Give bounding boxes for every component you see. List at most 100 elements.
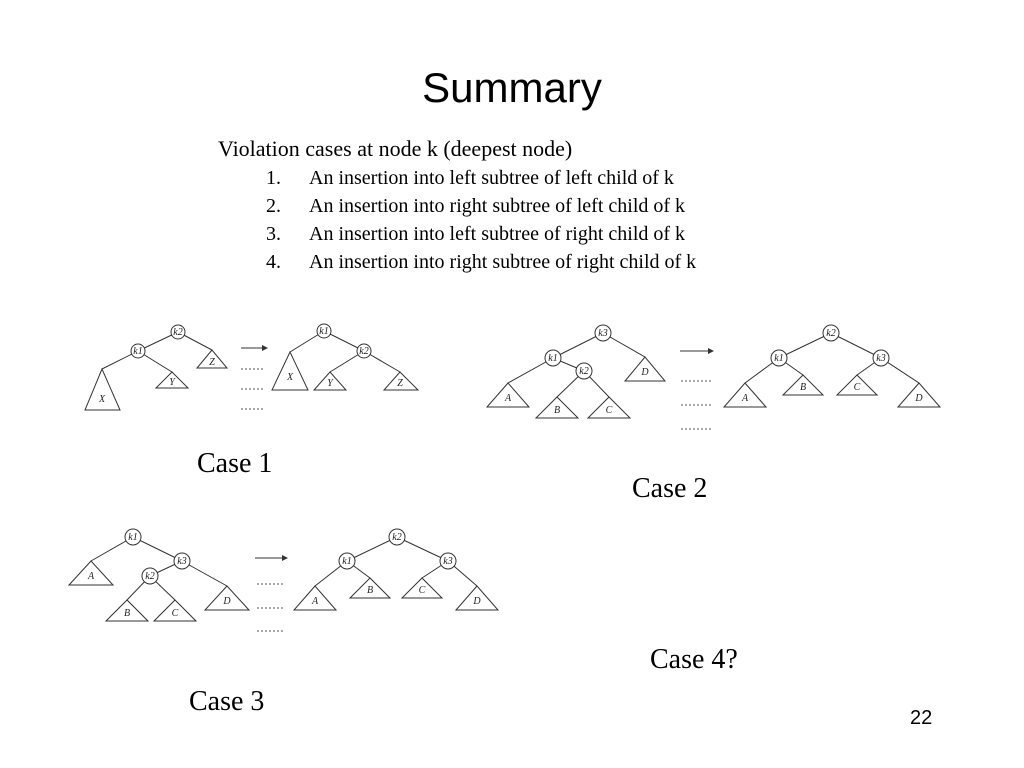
arrow-head-icon [262,345,268,351]
subtree-label: C [854,382,861,393]
node-circle [544,349,562,367]
case3-after-tree: k2 k1 k3 A B C D [292,528,500,611]
subtree-d-triangle [203,585,251,611]
violation-cases-heading: Violation cases at node k (deepest node) [218,136,573,161]
subtree-x-triangle [84,367,121,411]
node-label: k3 [598,328,607,339]
subtree-a-triangle [485,382,531,408]
subtree-a-triangle [292,585,338,611]
subtree-y-triangle [312,371,348,391]
subtree-c-triangle [152,599,198,622]
list-item-text: An insertion into left subtree of left c… [309,167,674,189]
subtree-b-triangle [104,599,150,622]
node-label: k3 [177,556,186,567]
case1-caption: Case 1 [197,448,273,479]
node-circle [316,323,332,339]
subtree-label: C [419,585,426,596]
subtree-label: A [311,596,319,607]
subtree-z-triangle [195,349,229,369]
subtree-x-triangle [271,350,309,391]
subtree-z-triangle [382,371,420,391]
subtree-label: D [914,393,923,404]
node-circle [141,567,159,585]
slide-title: Summary [422,64,602,111]
case3-arrow [255,555,288,632]
node-circle [770,349,788,367]
case3-before-tree: k1 k3 k2 A B C D [67,528,251,622]
subtree-label: D [640,367,649,378]
node-label: k2 [145,571,154,582]
case4-caption: Case 4? [650,644,738,675]
subtree-label: Y [327,378,334,389]
subtree-b-triangle [348,577,392,599]
subtree-label: A [741,393,749,404]
subtree-label: Y [169,377,176,388]
node-circle [124,528,142,546]
node-circle [822,324,840,342]
node-circle [130,343,146,359]
list-item-number: 2. [266,195,281,217]
node-label: k1 [128,532,137,543]
subtree-label: B [124,608,130,619]
case2-after-tree: k2 k1 k3 A B C D [722,324,942,408]
subtree-b-triangle [781,374,825,396]
subtree-label: D [472,596,481,607]
subtree-a-triangle [67,560,115,586]
subtree-label: B [367,585,373,596]
subtree-d-triangle [454,585,500,611]
subtree-label: D [222,596,231,607]
subtree-b-triangle [534,396,580,419]
list-item-number: 4. [266,251,281,273]
case3-caption: Case 3 [189,686,265,717]
case2-before-tree: k3 k1 k2 A B C D [485,324,667,419]
node-label: k2 [826,328,835,339]
subtree-label: Z [397,378,403,389]
arrow-head-icon [708,348,714,354]
node-circle [173,552,191,570]
node-circle [170,324,186,340]
subtree-c-triangle [400,577,444,599]
case1-arrow [241,345,268,410]
subtree-label: C [172,608,179,619]
subtree-label: A [87,571,95,582]
node-circle [338,552,356,570]
list-item-text: An insertion into right subtree of right… [309,251,697,273]
node-circle [356,343,372,359]
list-item-number: 3. [266,223,281,245]
list-item-text: An insertion into left subtree of right … [309,223,686,245]
subtree-c-triangle [586,396,632,419]
node-circle [575,362,593,380]
list-item-number: 1. [266,167,281,189]
case1-after-tree: k1 k2 X Y Z [271,323,420,391]
subtree-d-triangle [896,382,942,408]
subtree-label: X [98,394,106,405]
subtree-c-triangle [835,374,879,396]
node-label: k1 [774,353,783,364]
node-circle [872,349,890,367]
subtree-label: Z [209,357,215,368]
subtree-label: B [800,382,806,393]
node-label: k2 [392,532,401,543]
node-label: k1 [133,346,142,357]
subtree-y-triangle [154,371,190,389]
subtree-d-triangle [623,356,667,382]
node-circle [594,324,612,342]
node-label: k1 [319,326,328,337]
node-label: k2 [173,327,182,338]
node-label: k1 [342,556,351,567]
node-label: k2 [579,366,588,377]
subtree-label: B [554,405,560,416]
subtree-label: A [504,393,512,404]
subtree-label: C [606,405,613,416]
node-circle [439,552,457,570]
list-item-text: An insertion into right subtree of left … [309,195,686,217]
subtree-a-triangle [722,382,768,408]
page-number: 22 [910,707,933,729]
case2-caption: Case 2 [632,473,708,504]
node-circle [388,528,406,546]
node-label: k1 [548,353,557,364]
node-label: k2 [359,346,368,357]
node-label: k3 [443,556,452,567]
case2-arrow [680,348,714,430]
